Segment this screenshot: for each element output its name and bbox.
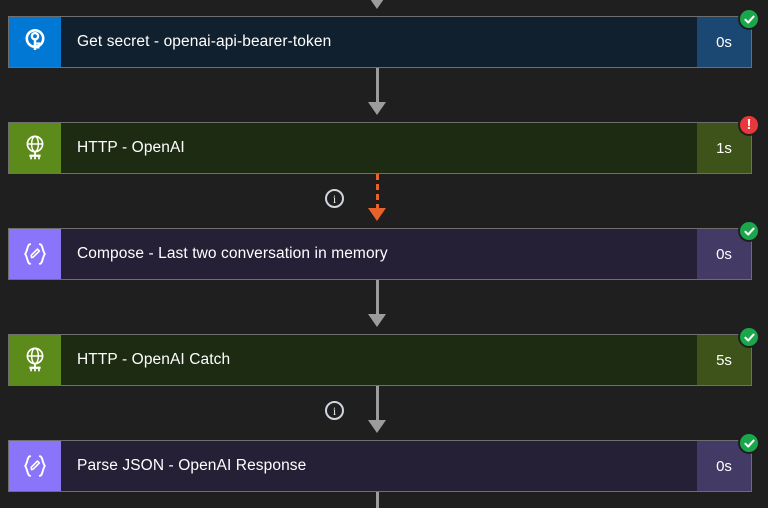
status-badge-succeeded <box>738 8 760 30</box>
connector-arrowhead <box>368 420 386 433</box>
workflow-step-compose[interactable]: Compose - Last two conversation in memor… <box>8 220 760 280</box>
step-body: Compose - Last two conversation in memor… <box>61 229 697 279</box>
connector-line <box>376 68 379 104</box>
compose-braces-pencil-icon <box>9 441 61 491</box>
step-body: Get secret - openai-api-bearer-token <box>61 17 697 67</box>
step-body: Parse JSON - OpenAI Response <box>61 441 697 491</box>
status-badge-succeeded <box>738 220 760 242</box>
connector-info-icon[interactable]: i <box>325 401 344 420</box>
status-badge-failed: ! <box>738 114 760 136</box>
exclamation-glyph: ! <box>746 116 752 133</box>
connector-line <box>376 386 379 422</box>
connector-line <box>376 492 379 508</box>
step-duration: 1s <box>697 123 751 173</box>
connector-arrowhead <box>368 208 386 221</box>
status-badge-succeeded <box>738 432 760 454</box>
step-title: Parse JSON - OpenAI Response <box>77 457 307 474</box>
step-title: Compose - Last two conversation in memor… <box>77 245 388 262</box>
connector-arrowhead <box>368 102 386 115</box>
step-title: HTTP - OpenAI Catch <box>77 351 231 368</box>
connector-arrowhead <box>368 314 386 327</box>
step-body: HTTP - OpenAI Catch <box>61 335 697 385</box>
workflow-step-http-openai[interactable]: HTTP - OpenAI 1s ! <box>8 114 760 174</box>
globe-http-icon <box>9 335 61 385</box>
workflow-step-http-openai-catch[interactable]: HTTP - OpenAI Catch 5s <box>8 326 760 386</box>
status-badge-succeeded <box>738 326 760 348</box>
workflow-step-parse-json[interactable]: Parse JSON - OpenAI Response 0s <box>8 432 760 492</box>
connector-info-icon[interactable]: i <box>325 189 344 208</box>
step-title: HTTP - OpenAI <box>77 139 185 156</box>
connector-line <box>376 280 379 316</box>
connector-line-dashed <box>376 174 379 210</box>
globe-http-icon <box>9 123 61 173</box>
workflow-step-get-secret[interactable]: Get secret - openai-api-bearer-token 0s <box>8 8 760 68</box>
compose-braces-pencil-icon <box>9 229 61 279</box>
connector-arrowhead <box>368 0 386 9</box>
step-title: Get secret - openai-api-bearer-token <box>77 33 332 50</box>
key-vault-icon <box>9 17 61 67</box>
step-body: HTTP - OpenAI <box>61 123 697 173</box>
